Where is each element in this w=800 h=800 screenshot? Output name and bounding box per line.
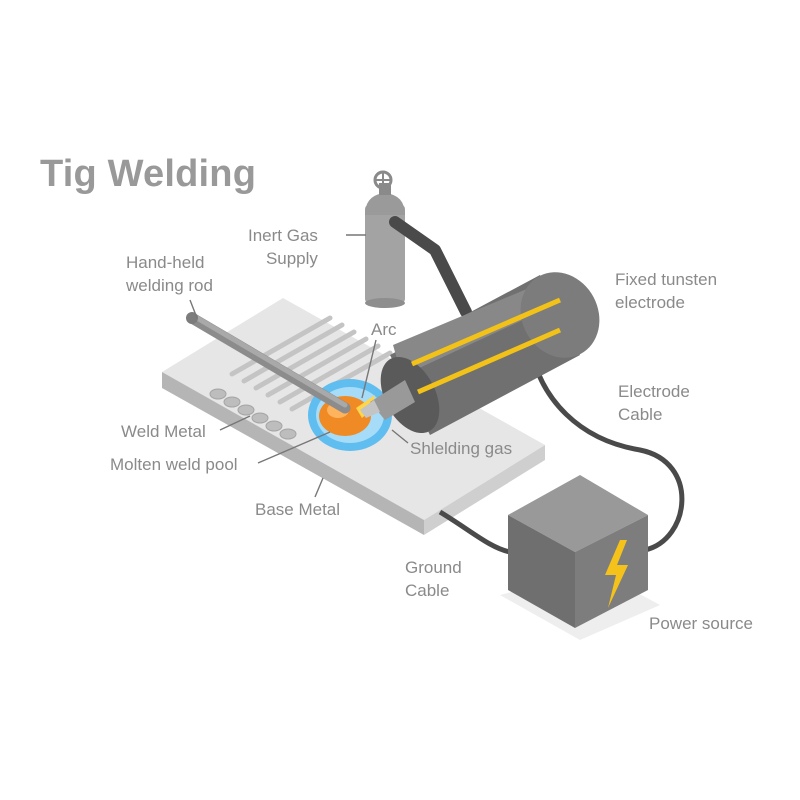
lightning-bolt-icon: [605, 540, 628, 608]
label-electrode-cable-line1: Electrode: [618, 382, 690, 401]
label-inert-gas-line1: Inert Gas: [248, 226, 318, 245]
gas-hose: [389, 216, 472, 318]
label-ground-cable: Ground Cable: [405, 556, 462, 602]
label-base-metal: Base Metal: [255, 500, 341, 519]
gas-cylinder: [365, 170, 405, 308]
page-title: Tig Welding: [40, 153, 257, 195]
welding-rod: [186, 312, 351, 414]
label-arc: Arc: [371, 320, 397, 339]
welding-torch: [360, 272, 600, 435]
label-fixed-electrode: Fixed tunsten electrode: [615, 268, 717, 314]
leader-lines: [189, 234, 409, 498]
label-rod-line2: welding rod: [126, 276, 213, 295]
label-electrode-cable-line2: Cable: [618, 405, 663, 424]
label-power-source: Power source: [649, 614, 753, 633]
label-ground-cable-line1: Ground: [405, 558, 462, 577]
label-electrode-line1: Fixed tunsten: [615, 270, 718, 289]
label-shielding-gas: Shlelding gas: [410, 439, 513, 458]
label-electrode-cable: Electrode Cable: [618, 380, 690, 426]
ground-cable: [438, 509, 511, 555]
label-molten-weld-pool: Molten weld pool: [110, 455, 238, 474]
label-rod-line1: Hand-held: [126, 253, 205, 272]
power-source-box: [508, 475, 648, 628]
label-electrode-line2: electrode: [615, 293, 685, 312]
label-hand-held-rod: Hand-held welding rod: [126, 251, 213, 297]
label-ground-cable-line2: Cable: [405, 581, 450, 600]
label-inert-gas-supply: Inert Gas Supply: [248, 224, 318, 270]
electrode-cable: [527, 344, 685, 553]
label-inert-gas-line2: Supply: [265, 249, 318, 268]
weld-metal-bead: [209, 388, 297, 440]
label-weld-metal: Weld Metal: [121, 422, 206, 441]
